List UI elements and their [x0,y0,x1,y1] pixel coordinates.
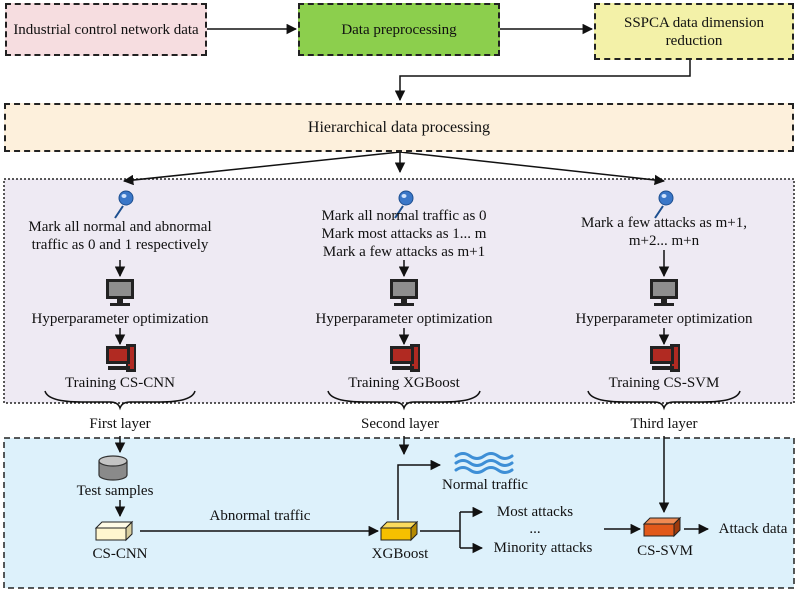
database-cylinder-icon [98,455,128,481]
layer-text-3: Third layer [630,416,698,432]
training-computer-icon [106,344,136,372]
most-attacks-label: Most attacks [496,504,574,520]
preprocessing-box: Data preprocessing [298,3,500,56]
dimension-reduction-box: SSPCA data dimension reduction [594,3,794,60]
preprocessing-label: Data preprocessing [341,21,457,38]
hyper-text-1: Hyperparameter optimization [31,311,209,327]
model-block-icon [94,520,134,542]
svm-label: CS-SVM [637,543,693,559]
train-text-3: Training CS-SVM [608,375,720,391]
model-block-icon [379,520,419,542]
train-text-1: Training CS-CNN [65,375,175,391]
arrow-hier-left [122,151,401,186]
computer-monitor-icon [390,279,418,306]
brace-first-layer [44,390,196,411]
mark-text-2: Mark all normal traffic as 0 Mark most a… [321,208,487,260]
minority-attacks-label: Minority attacks [493,540,593,556]
train-text-2: Training XGBoost [348,375,460,391]
abnormal-traffic-label: Abnormal traffic [209,508,311,524]
hyper-text-2: Hyperparameter optimization [315,311,493,327]
mark-text-3: Mark a few attacks as m+1, m+2... m+n [581,215,747,249]
hierarchical-processing-box: Hierarchical data processing [4,103,794,152]
attack-data-label: Attack data [718,521,788,537]
brace-third-layer [587,390,741,411]
pin-icon [114,190,134,219]
hyper-text-3: Hyperparameter optimization [575,311,753,327]
source-data-box: Industrial control network data [5,3,207,56]
test-samples-label: Test samples [76,483,154,499]
layer-text-1: First layer [89,416,151,432]
computer-monitor-icon [106,279,134,306]
dots-label: ... [529,521,541,537]
pin-icon [394,190,414,219]
training-computer-icon [390,344,420,372]
pin-icon [654,190,674,219]
arrow-reduction-to-hier [394,60,691,102]
dimension-reduction-label: SSPCA data dimension reduction [623,14,765,49]
normal-traffic-label: Normal traffic [442,477,528,493]
wave-icon [454,452,514,474]
mark-text-1: Mark all normal and abnormal traffic as … [28,219,212,253]
brace-second-layer [327,390,481,411]
source-data-label: Industrial control network data [13,21,199,38]
arrow-hier-right [399,151,666,186]
layer-text-2: Second layer [361,416,439,432]
xgboost-label: XGBoost [371,546,429,562]
model-block-icon [642,516,682,538]
hierarchical-processing-label: Hierarchical data processing [307,118,491,136]
arrow-xgb-to-normal [397,459,442,520]
cnn-label: CS-CNN [92,546,148,562]
computer-monitor-icon [650,279,678,306]
training-computer-icon [650,344,680,372]
